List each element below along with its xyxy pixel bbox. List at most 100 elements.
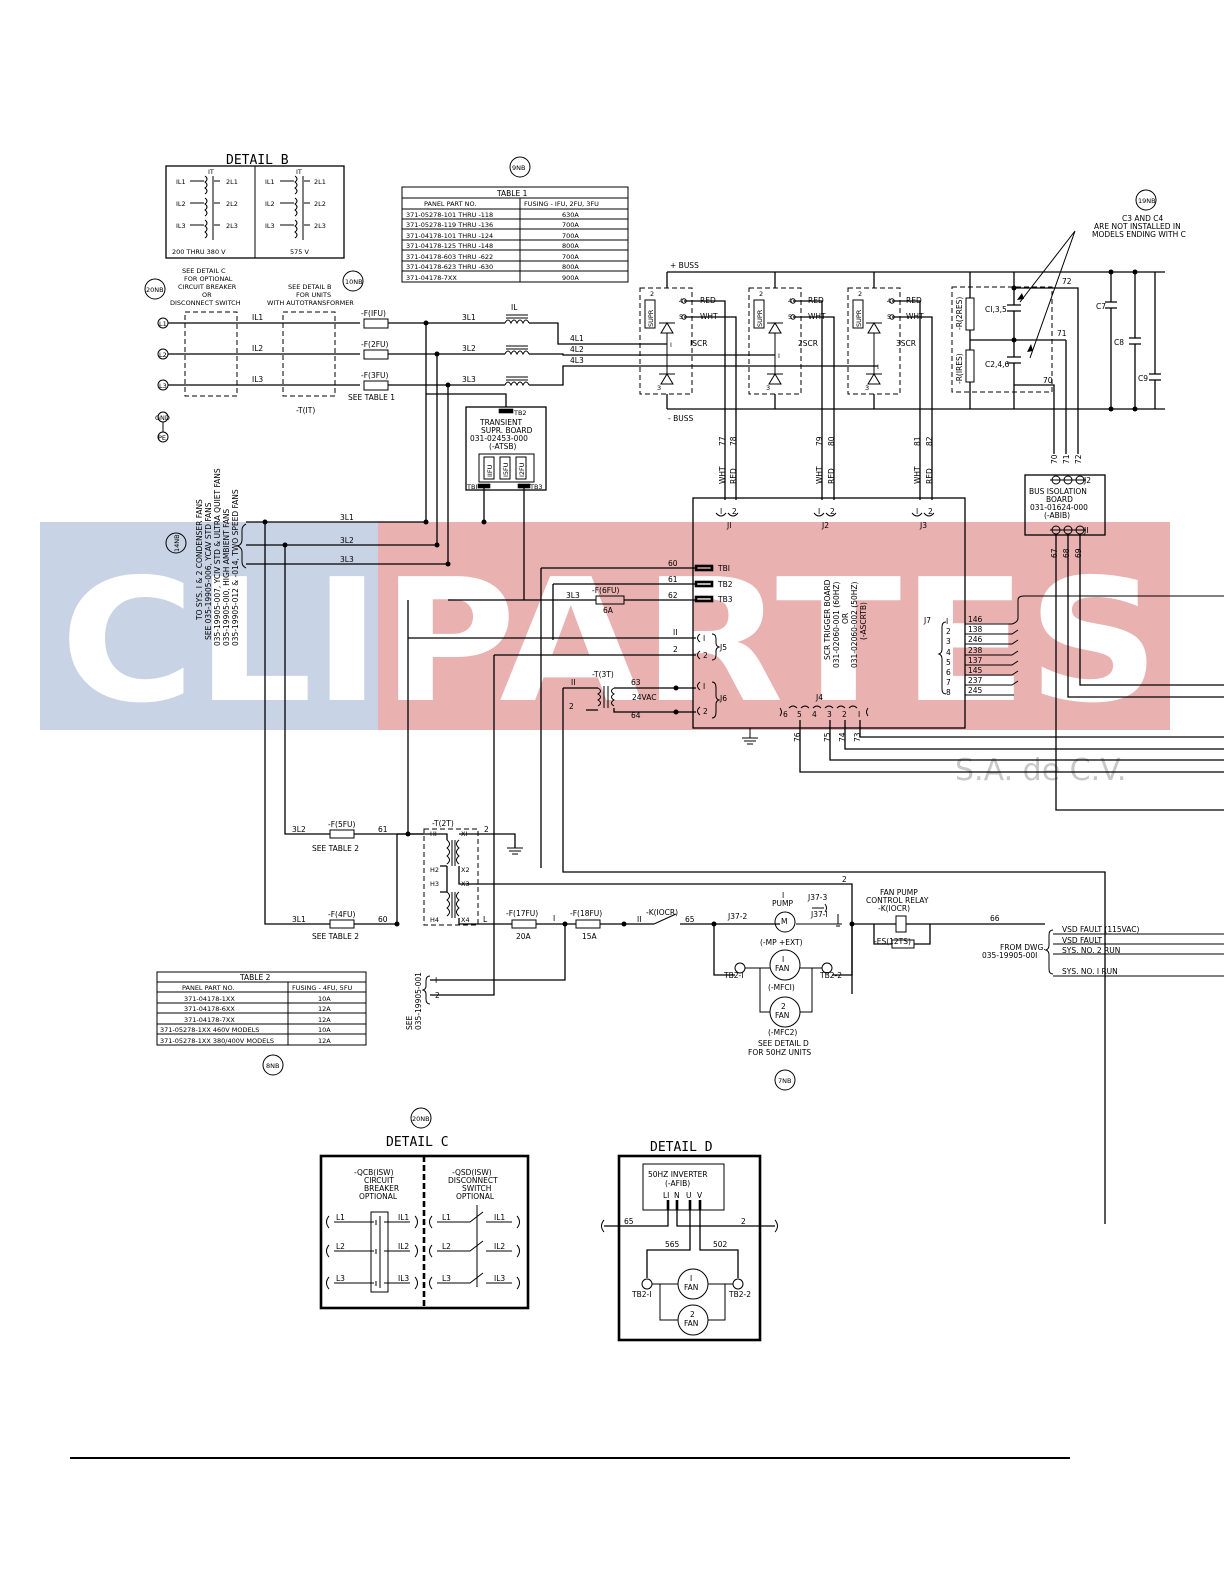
svg-text:DISCONNECT SWITCH: DISCONNECT SWITCH <box>170 299 241 307</box>
svg-text:2L1: 2L1 <box>226 178 238 186</box>
svg-text:IL3: IL3 <box>252 375 263 384</box>
svg-text:SUPR: SUPR <box>647 309 655 327</box>
svg-text:2: 2 <box>830 507 835 516</box>
autotransformer-coil-left <box>190 175 220 240</box>
svg-text:I: I <box>782 891 784 900</box>
svg-text:69: 69 <box>1074 548 1083 558</box>
svg-text:10A: 10A <box>318 995 331 1003</box>
control-transformer-2t: -T(2T) HI XI H2 X2 H3 X3 H4 X4 2 L <box>397 819 624 926</box>
svg-text:78: 78 <box>729 436 738 446</box>
svg-text:3: 3 <box>657 384 661 392</box>
svg-text:(-ABIB): (-ABIB) <box>1044 511 1070 520</box>
svg-text:L2: L2 <box>442 1242 451 1251</box>
svg-text:TB3: TB3 <box>529 483 543 491</box>
svg-text:GND: GND <box>155 414 170 422</box>
svg-text:4L2: 4L2 <box>570 345 584 354</box>
svg-text:2: 2 <box>781 1002 786 1011</box>
svg-text:60: 60 <box>668 559 678 568</box>
conn-j2: J2 <box>821 521 829 530</box>
watermark-band-red <box>378 522 1170 730</box>
svg-text:6: 6 <box>783 710 788 719</box>
svg-text:J4: J4 <box>815 693 823 702</box>
svg-text:SCR TRIGGER BOARD: SCR TRIGGER BOARD <box>823 579 832 660</box>
svg-text:I: I <box>782 955 784 964</box>
svg-text:SUPR: SUPR <box>855 309 863 327</box>
svg-text:IL2: IL2 <box>176 200 186 208</box>
svg-text:II: II <box>637 915 641 924</box>
scr-3-label: 3SCR <box>896 339 916 348</box>
svg-text:246: 246 <box>968 635 983 644</box>
svg-text:4L1: 4L1 <box>570 334 584 343</box>
svg-text:3: 3 <box>946 637 951 646</box>
table-1: 9NB TABLE 1 PANEL PART NO. FUSING - IFU,… <box>401 156 629 283</box>
conn-j3: J3 <box>919 521 927 530</box>
svg-text:-F(2FU): -F(2FU) <box>361 340 389 349</box>
fuse-5fu <box>329 829 355 839</box>
svg-text:FAN: FAN <box>684 1283 698 1292</box>
svg-text:800A: 800A <box>562 242 579 250</box>
table-1-title: TABLE 1 <box>496 189 528 198</box>
svg-text:MODELS ENDING WITH C: MODELS ENDING WITH C <box>1092 230 1186 239</box>
svg-text:5: 5 <box>797 710 802 719</box>
svg-text:WHT: WHT <box>913 466 922 484</box>
table-2-title: TABLE 2 <box>239 973 271 982</box>
svg-text:RED: RED <box>729 468 738 484</box>
svg-text:OR: OR <box>202 291 212 299</box>
svg-text:3L3: 3L3 <box>566 591 580 600</box>
svg-text:RED: RED <box>700 296 716 305</box>
svg-text:(-MFC2): (-MFC2) <box>768 1028 797 1037</box>
svg-text:I: I <box>916 507 918 516</box>
svg-text:I2FU: I2FU <box>518 462 526 477</box>
ref-20nb-top: 20NB <box>146 286 164 294</box>
svg-text:J37-3: J37-3 <box>807 893 827 902</box>
svg-text:72: 72 <box>1074 454 1083 464</box>
svg-text:2: 2 <box>842 710 847 719</box>
svg-text:FAN: FAN <box>775 964 789 973</box>
svg-text:-F(IFU): -F(IFU) <box>361 309 386 318</box>
svg-text:TB2-2: TB2-2 <box>728 1290 751 1299</box>
svg-text:SYS. NO. I RUN: SYS. NO. I RUN <box>1062 967 1118 976</box>
svg-text:C3 AND C4: C3 AND C4 <box>1122 214 1164 223</box>
svg-text:IIFU: IIFU <box>486 464 494 477</box>
svg-text:L1: L1 <box>336 1213 345 1222</box>
svg-text:I: I <box>946 617 948 626</box>
ground-icon <box>742 728 758 745</box>
pump-motor-icon <box>774 911 796 933</box>
svg-text:J37-2: J37-2 <box>727 912 747 921</box>
svg-text:12A: 12A <box>318 1005 331 1013</box>
detail-c: 20NB DETAIL C -QCB(ISW) CIRCUIT BREAKER … <box>319 1107 530 1310</box>
svg-text:035-19905-012 & -014, TWO SPEE: 035-19905-012 & -014, TWO SPEED FANS <box>231 489 240 646</box>
svg-text:700A: 700A <box>562 253 579 261</box>
svg-text:I: I <box>818 507 820 516</box>
svg-text:PUMP: PUMP <box>772 899 793 908</box>
svg-text:L3: L3 <box>159 382 167 390</box>
watermark-main: CLIPARTES <box>60 543 1160 741</box>
svg-text:IL1: IL1 <box>494 1213 505 1222</box>
svg-text:SEE: SEE <box>405 1016 414 1030</box>
svg-text:76: 76 <box>793 732 802 742</box>
svg-text:031-02060-002 (50HZ): 031-02060-002 (50HZ) <box>850 581 859 668</box>
svg-text:-F(17FU): -F(17FU) <box>506 909 538 918</box>
svg-text:73: 73 <box>853 732 862 742</box>
ground-icon <box>507 847 523 855</box>
svg-text:2: 2 <box>484 825 489 834</box>
svg-text:J7: J7 <box>923 616 931 625</box>
svg-text:2: 2 <box>842 875 847 884</box>
svg-text:TB2-I: TB2-I <box>723 971 743 980</box>
svg-text:J6: J6 <box>719 694 727 703</box>
svg-text:10A: 10A <box>318 1026 331 1034</box>
svg-text:61: 61 <box>378 825 388 834</box>
svg-text:CIRCUIT BREAKER: CIRCUIT BREAKER <box>178 283 237 291</box>
svg-text:-K(IOCR): -K(IOCR) <box>646 908 678 917</box>
svg-text:62: 62 <box>668 591 678 600</box>
svg-text:2L3: 2L3 <box>226 222 238 230</box>
svg-text:77: 77 <box>718 436 727 446</box>
svg-text:IL3: IL3 <box>265 222 275 230</box>
svg-text:SEE TABLE 1: SEE TABLE 1 <box>348 393 395 402</box>
svg-text:BREAKER: BREAKER <box>364 1184 399 1193</box>
table-row: 371-04178-7XX <box>406 274 457 282</box>
svg-text:2: 2 <box>703 707 708 716</box>
svg-text:035-19905-00I: 035-19905-00I <box>982 951 1037 960</box>
svg-text:-R(IRES): -R(IRES) <box>955 353 964 384</box>
